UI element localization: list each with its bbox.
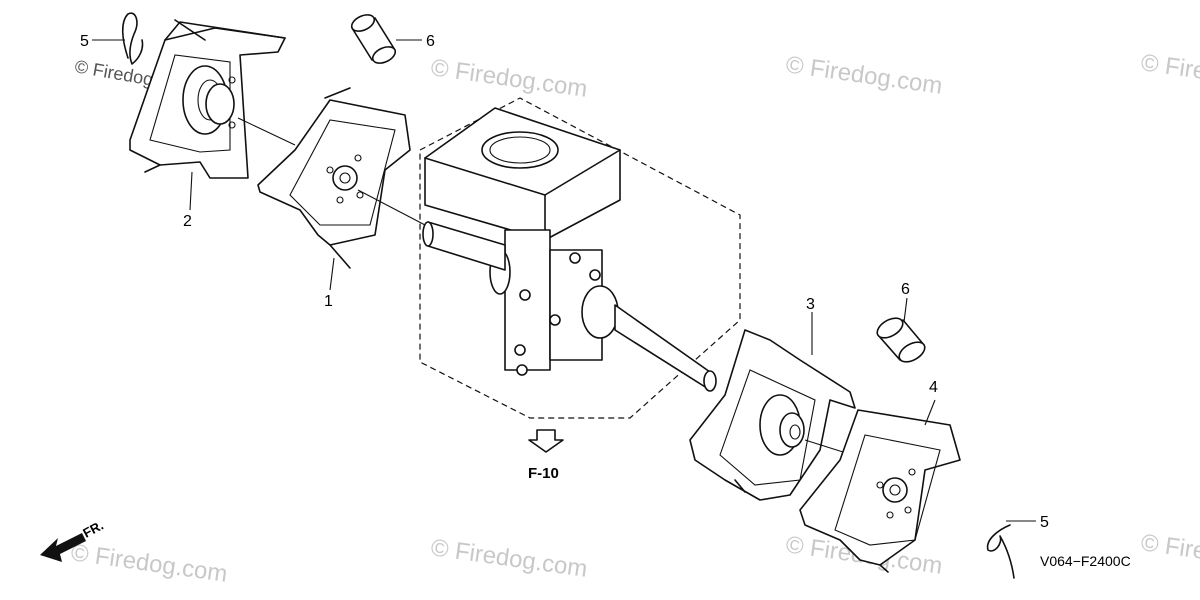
- callout-6-lower: 6: [901, 281, 910, 298]
- tine-1-alignment-line: [357, 189, 426, 226]
- tine-3: [689, 329, 856, 501]
- cotter-pin-lower: [986, 524, 1015, 579]
- right-shaft: [581, 285, 717, 392]
- watermark: © Firedog.com: [784, 51, 944, 100]
- reference-label: F-10: [528, 465, 559, 482]
- callout-1: 1: [324, 293, 333, 310]
- reference-arrow: [528, 429, 564, 453]
- front-label: FR.: [80, 518, 106, 541]
- callout-4: 4: [929, 379, 938, 396]
- cotter-pin-upper: [121, 12, 144, 65]
- watermark: © Firedog.com: [1139, 49, 1200, 98]
- watermark: © Firedog.com: [429, 54, 589, 103]
- collar-lower: [876, 317, 926, 363]
- callout-2: 2: [183, 213, 192, 230]
- transmission-housing: [424, 107, 621, 376]
- leader-lines: [92, 39, 1036, 522]
- tine-2: [129, 19, 286, 179]
- watermark: © Firedog.com: [429, 534, 589, 583]
- tine-4: [799, 409, 961, 573]
- callout-5-lower: 5: [1040, 514, 1049, 531]
- watermark: © Firedog.com: [1139, 529, 1200, 578]
- diagram-code: V064−F2400C: [1040, 553, 1131, 569]
- tine-1: [257, 87, 411, 269]
- callout-6-upper: 6: [426, 33, 435, 50]
- left-shaft: [422, 221, 506, 271]
- tine-2-alignment-line: [237, 117, 296, 146]
- callout-3: 3: [806, 296, 815, 313]
- callout-5-upper: 5: [80, 33, 89, 50]
- front-arrow-icon: [40, 533, 86, 562]
- collar-upper: [350, 14, 397, 64]
- watermark: © Firedog.com: [69, 539, 229, 588]
- callout-labels: 5 2 1 6 6 3 4 5: [80, 33, 1049, 531]
